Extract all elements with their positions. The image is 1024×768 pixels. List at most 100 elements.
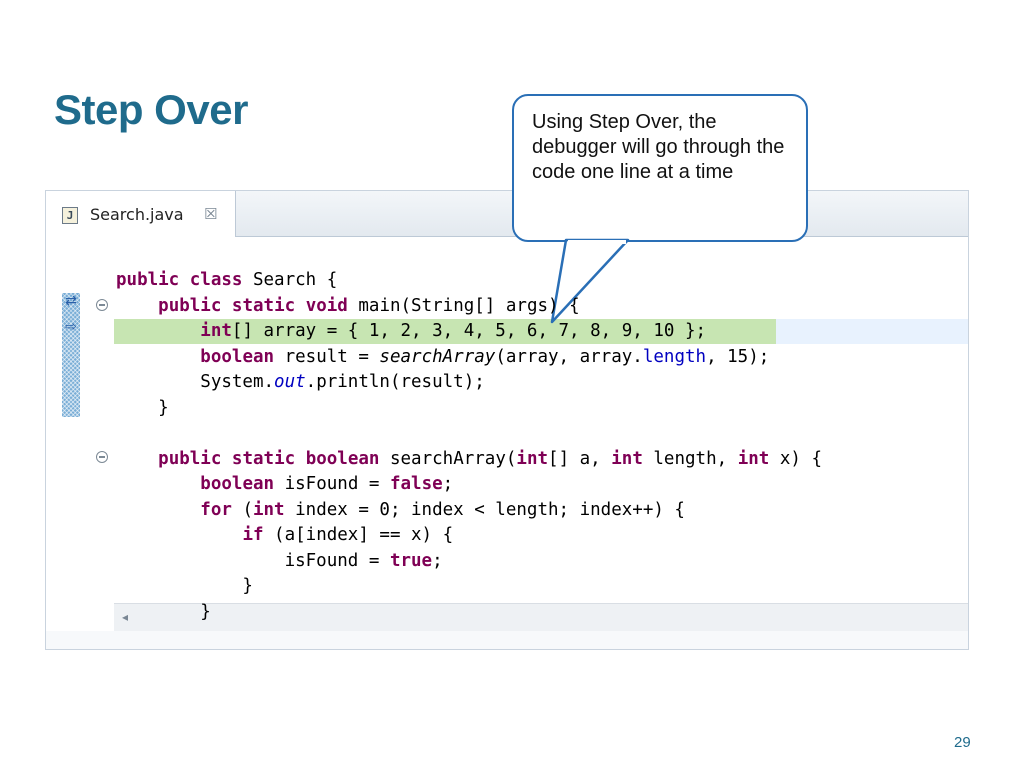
code-line[interactable]: } [114, 600, 968, 625]
code-line[interactable] [114, 421, 968, 446]
code-line[interactable]: if (a[index] == x) { [114, 523, 968, 548]
code-token: } [116, 576, 253, 596]
page-number: 29 [954, 734, 971, 751]
code-token: ; [442, 474, 454, 494]
java-file-icon: J [62, 207, 78, 224]
code-keyword: int [516, 448, 549, 469]
code-keyword: for [200, 499, 232, 520]
code-keyword: int [737, 448, 770, 469]
code-keyword: boolean [200, 474, 275, 494]
code-token [295, 296, 306, 316]
code-keyword: false [389, 474, 443, 494]
current-code-line[interactable]: int[] array = { 1, 2, 3, 4, 5, 6, 7, 8, … [114, 319, 968, 344]
code-token: [] a, [548, 448, 612, 469]
code-token: length [642, 346, 707, 367]
code-keyword: public [158, 448, 222, 469]
code-line-text: if (a[index] == x) { [114, 525, 453, 545]
callout-bubble: Using Step Over, the debugger will go th… [512, 94, 808, 242]
code-line-text: public class Search { [114, 270, 337, 290]
tab-label: Search.java [90, 205, 184, 224]
code-token: ; [432, 550, 443, 571]
editor-bottom-edge [46, 631, 968, 649]
code-token [116, 347, 200, 367]
code-line-text [114, 423, 116, 443]
code-token: .println(result); [305, 372, 485, 392]
code-keyword: boolean [305, 448, 380, 469]
code-token: } [116, 397, 169, 418]
debug-step-icon: ⇄ [65, 293, 77, 309]
tab-search-java[interactable]: J Search.java ☒ [46, 191, 236, 237]
code-keyword: public [158, 295, 222, 316]
code-token: x) { [769, 448, 822, 469]
horizontal-scrollbar[interactable]: ◂ [114, 603, 968, 632]
code-token [116, 296, 158, 316]
code-token: result = [274, 346, 380, 367]
code-token [221, 296, 232, 316]
code-line[interactable]: public class Search { [114, 268, 968, 293]
callout-text: Using Step Over, the debugger will go th… [532, 111, 785, 183]
code-line[interactable]: boolean result = searchArray(array, arra… [114, 345, 968, 370]
code-keyword: void [305, 295, 348, 316]
code-token: searchArray( [379, 448, 517, 469]
code-token [221, 449, 232, 469]
code-line[interactable]: } [114, 574, 968, 599]
code-token [116, 321, 200, 341]
code-line-text: for (int index = 0; index < length; inde… [114, 500, 685, 520]
code-token: length, [642, 448, 738, 469]
code-token: System. [116, 372, 275, 392]
code-keyword: int [611, 448, 643, 469]
close-tab-icon[interactable]: ☒ [204, 205, 218, 223]
code-line-text: public static void main(String[] args) { [114, 295, 580, 316]
code-token: ( [231, 499, 253, 520]
code-token [116, 474, 200, 494]
fold-collapse-icon[interactable] [96, 451, 108, 463]
code-line[interactable]: public static boolean searchArray(int[] … [114, 447, 968, 472]
code-keyword: public [116, 270, 180, 290]
code-line-text: boolean isFound = false; [114, 474, 453, 494]
code-line-text: isFound = true; [114, 551, 443, 571]
code-line-text: public static boolean searchArray(int[] … [114, 449, 822, 469]
code-token: , 15); [706, 346, 770, 367]
code-token: } [116, 601, 211, 622]
fold-collapse-icon[interactable] [96, 299, 108, 311]
debug-gutter-marker [62, 293, 80, 417]
code-keyword: static [231, 295, 296, 316]
code-token: Search { [242, 270, 338, 290]
code-line-text: } [114, 398, 169, 418]
code-line-text: System.out.println(result); [114, 372, 485, 392]
code-token: isFound = [116, 550, 390, 571]
code-line[interactable]: public static void main(String[] args) { [114, 294, 968, 319]
code-keyword: boolean [200, 346, 275, 367]
code-token [179, 270, 190, 290]
code-area[interactable]: public class Search { public static void… [46, 191, 968, 649]
code-token: (array, array. [495, 346, 643, 367]
code-line[interactable]: for (int index = 0; index < length; inde… [114, 498, 968, 523]
code-token [116, 500, 200, 520]
code-token: main(String[] args) { [347, 295, 580, 316]
code-editor: J Search.java ☒ ⇄ ⇨ public class Search … [45, 190, 969, 650]
code-keyword: if [242, 525, 264, 545]
code-keyword: class [189, 270, 243, 290]
code-line-text: } [114, 576, 253, 596]
code-token: out [274, 372, 306, 392]
code-keyword: static [231, 448, 296, 469]
editor-tab-strip: J Search.java ☒ [46, 191, 968, 237]
code-line-text: int[] array = { 1, 2, 3, 4, 5, 6, 7, 8, … [114, 321, 706, 341]
code-line-text: } [114, 602, 211, 622]
code-token [116, 449, 158, 469]
code-line[interactable]: isFound = true; [114, 549, 968, 574]
scroll-left-arrow-icon[interactable]: ◂ [122, 610, 129, 624]
code-token: searchArray [379, 346, 496, 367]
code-line[interactable]: System.out.println(result); [114, 370, 968, 395]
code-token: index = 0; index < length; index++) { [284, 499, 685, 520]
slide-title: Step Over [54, 86, 248, 133]
code-keyword: true [389, 550, 433, 571]
code-line[interactable]: boolean isFound = false; [114, 472, 968, 497]
code-token [116, 525, 242, 545]
code-line[interactable]: } [114, 396, 968, 421]
instruction-pointer-icon: ⇨ [65, 319, 77, 335]
code-line-text: boolean result = searchArray(array, arra… [114, 347, 769, 367]
code-token: isFound = [274, 474, 390, 494]
code-token: [] array = { 1, 2, 3, 4, 5, 6, 7, 8, 9, … [231, 321, 707, 341]
code-keyword: int [200, 321, 232, 341]
